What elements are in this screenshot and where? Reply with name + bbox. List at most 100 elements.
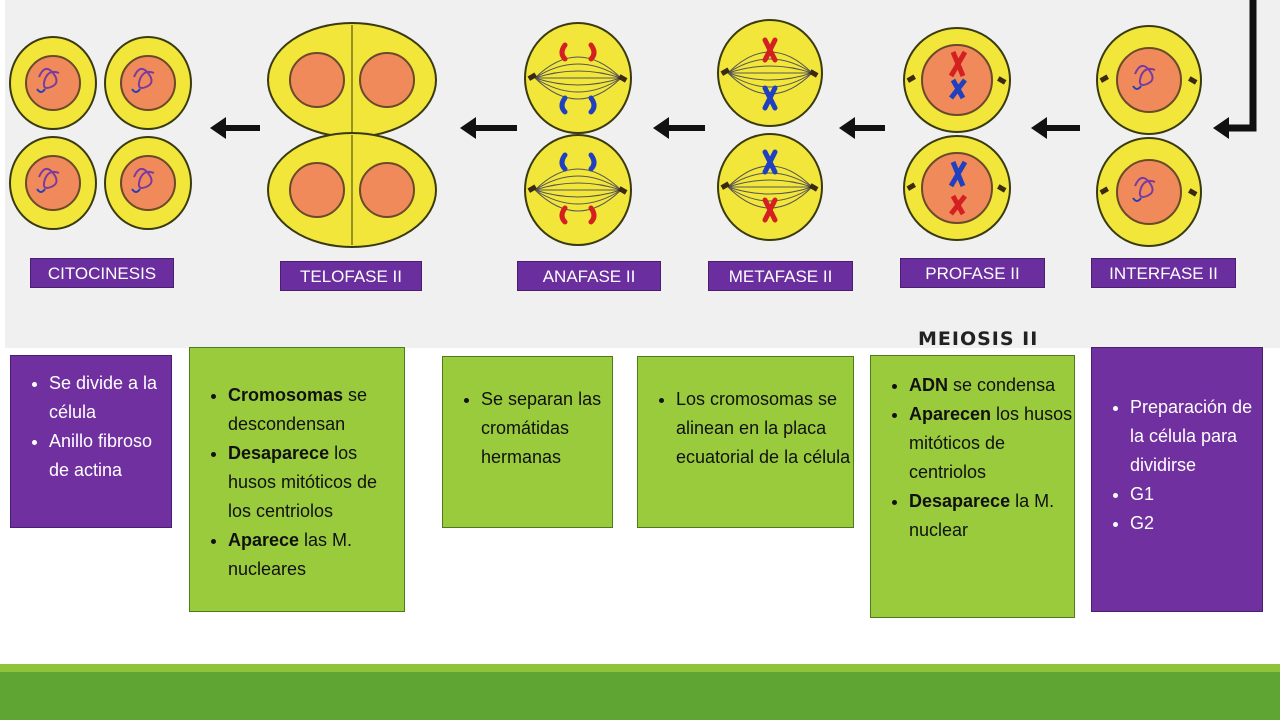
spindle-fiber [727, 65, 813, 74]
note-item: Se divide a la célula [49, 369, 171, 427]
note-interfase: Preparación de la célula para dividirseG… [1091, 347, 1263, 612]
chromosome [948, 160, 968, 188]
chromosome [559, 42, 568, 62]
cell [717, 133, 823, 241]
note-item: Desaparece la M. nuclear [909, 487, 1074, 545]
chromosome [559, 152, 568, 172]
note-item: Cromosomas se descondensan [228, 381, 404, 439]
centriole [997, 76, 1007, 85]
note-item-bold: Desaparece [909, 491, 1011, 511]
chromosome [588, 42, 597, 62]
spindle-fiber [534, 77, 622, 100]
spindle-fiber [534, 70, 622, 79]
centriole [1099, 74, 1109, 83]
nucleus [359, 52, 415, 108]
chromatin [133, 67, 155, 89]
centriole [1188, 188, 1198, 197]
note-list: Se separan las cromátidas hermanas [443, 385, 612, 472]
nucleus [921, 152, 993, 224]
arrow-head-icon [839, 117, 855, 139]
bent-arrow-icon [1227, 0, 1257, 132]
nucleus [289, 52, 345, 108]
nucleus [1116, 159, 1182, 225]
chromosome [559, 205, 568, 225]
chromosome [762, 37, 778, 63]
chromatin [38, 167, 60, 189]
chromatin [131, 88, 141, 93]
note-item-text: los husos mitóticos de centriolos [909, 404, 1073, 482]
note-item-bold: Cromosomas [228, 385, 344, 405]
cell [9, 36, 97, 130]
spindle-fiber [727, 72, 813, 81]
cells-layer [9, 19, 1202, 248]
centriole [618, 74, 628, 83]
note-item-text: Anillo fibroso de actina [49, 431, 153, 480]
note-item-text: Se divide a la célula [49, 373, 158, 422]
note-item-text: G2 [1130, 513, 1155, 533]
note-item: Desaparece los husos mitóticos de los ce… [228, 439, 404, 526]
stage-label-metafase: METAFASE II [708, 261, 853, 291]
note-anafase: Se separan las cromátidas hermanas [442, 356, 613, 528]
spindle-fiber [534, 63, 622, 79]
spindle-fiber [534, 189, 622, 205]
centriole [809, 183, 819, 192]
cell [104, 136, 192, 230]
chromosome [949, 194, 967, 216]
note-item-text: Los cromosomas se alinean en la placa ec… [676, 389, 851, 467]
centriole [809, 69, 819, 78]
chromatin [38, 67, 60, 89]
note-item-text: se descondensan [228, 385, 368, 434]
spindle-fiber [534, 168, 622, 191]
note-item-text: Preparación de la célula para dividirse [1130, 397, 1253, 475]
note-metafase: Los cromosomas se alinean en la placa ec… [637, 356, 854, 528]
note-telofase: Cromosomas se descondensanDesaparece los… [189, 347, 405, 612]
spindle-fiber [534, 189, 622, 198]
centriole [906, 182, 916, 191]
arrow-head-icon [1031, 117, 1047, 139]
cell [524, 22, 632, 134]
nucleus [289, 162, 345, 218]
nucleus [359, 162, 415, 218]
note-item-text: se condensa [948, 375, 1056, 395]
chromosome [762, 197, 778, 223]
stage-label-anafase: ANAFASE II [517, 261, 661, 291]
note-item: Preparación de la célula para dividirse [1130, 393, 1262, 480]
spindle-fiber [534, 77, 622, 86]
arrow-head-icon [210, 117, 226, 139]
centriole [720, 181, 730, 190]
note-item: Se separan las cromátidas hermanas [481, 385, 612, 472]
note-item: G1 [1130, 480, 1262, 509]
note-list: Los cromosomas se alinean en la placa ec… [638, 385, 853, 472]
note-item-text: la M. nuclear [909, 491, 1055, 540]
centriole [1099, 186, 1109, 195]
nucleus [120, 155, 176, 211]
note-profase: ADN se condensaAparecen los husos mitóti… [870, 355, 1075, 618]
stage-label-citocinesis: CITOCINESIS [30, 258, 174, 288]
cell [104, 36, 192, 130]
footer-stripe-light [0, 664, 1280, 672]
chromosome [588, 152, 597, 172]
chromatin [1134, 176, 1156, 198]
chromatin [131, 188, 141, 193]
nucleus [25, 55, 81, 111]
spindle-fiber [534, 56, 622, 79]
cell [524, 134, 632, 246]
note-item: G2 [1130, 509, 1262, 538]
cell [1096, 25, 1202, 135]
centriole [618, 186, 628, 195]
chromatin [1132, 197, 1142, 202]
note-item: Anillo fibroso de actina [49, 427, 171, 485]
cell [717, 19, 823, 127]
chromosome [588, 205, 597, 225]
chromatin [1132, 85, 1142, 90]
note-item-text: las M. nucleares [228, 530, 353, 579]
stage-label-telofase: TELOFASE II [280, 261, 422, 291]
note-item-text: los husos mitóticos de los centriolos [228, 443, 378, 521]
spindle-fiber [727, 186, 813, 202]
arrow-head-icon [460, 117, 476, 139]
note-item: Los cromosomas se alinean en la placa ec… [676, 385, 853, 472]
centriole [527, 184, 537, 193]
centriole [1188, 76, 1198, 85]
meiosis-title: MEIOSIS II [918, 328, 1039, 350]
stage-label-interfase: INTERFASE II [1091, 258, 1236, 288]
